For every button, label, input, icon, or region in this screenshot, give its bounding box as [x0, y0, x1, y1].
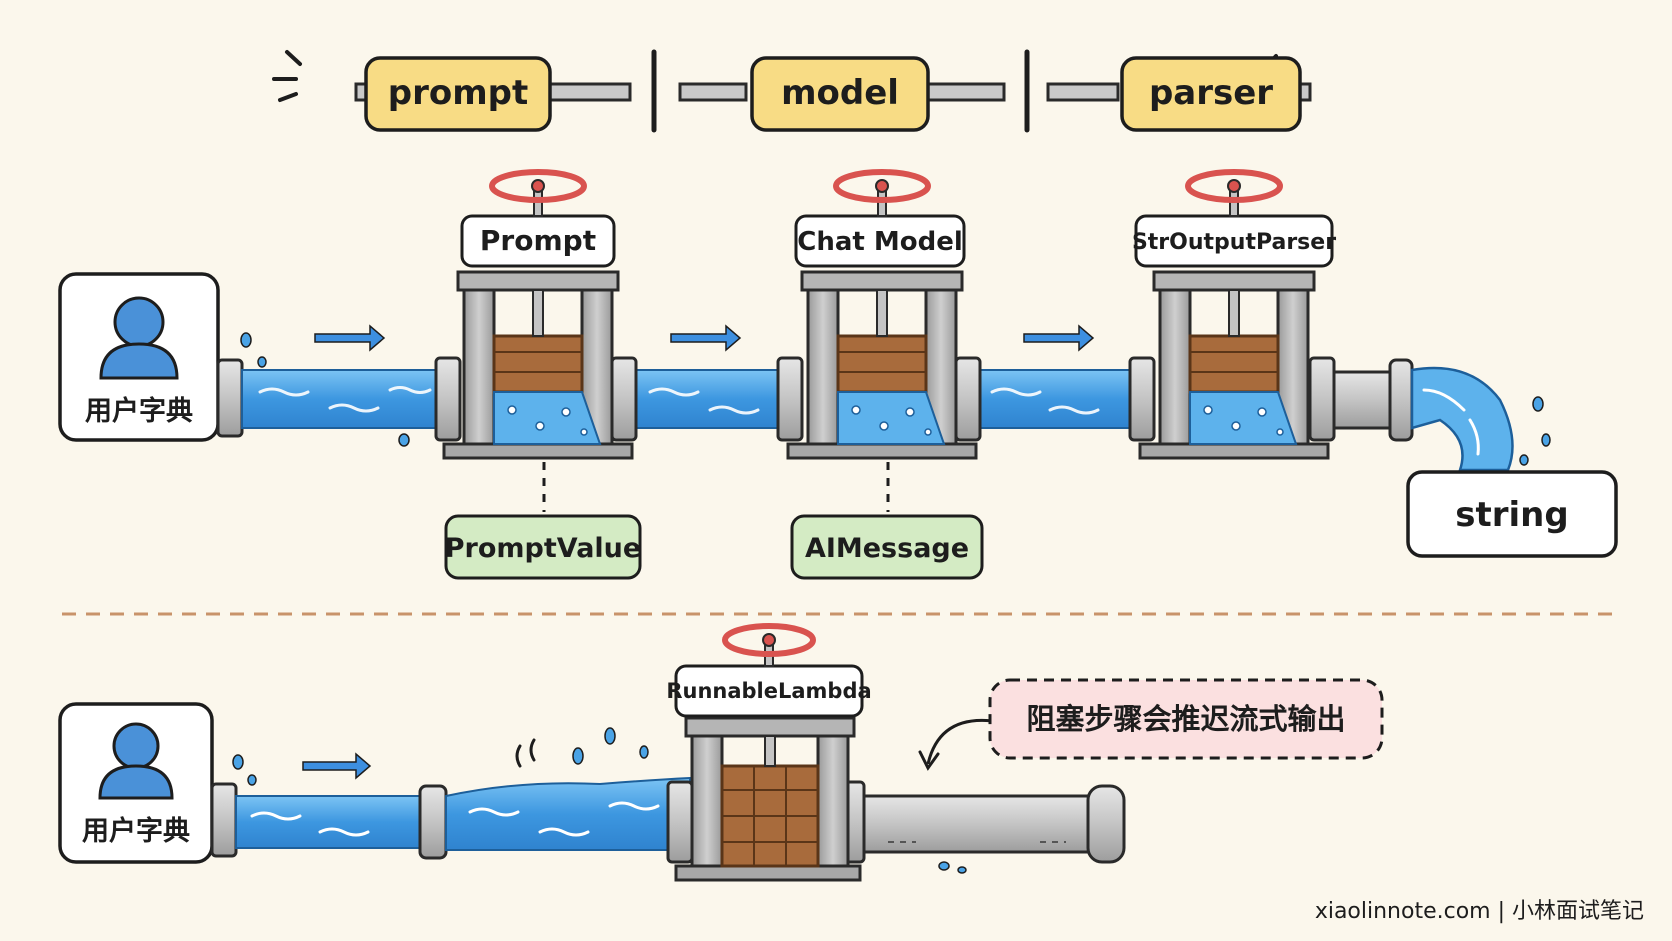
- chain-item-label: parser: [1149, 73, 1273, 113]
- bottom-user-box: 用户字典: [58, 702, 214, 864]
- intermediate-prompt-value: PromptValue: [444, 514, 642, 580]
- top-user-box: 用户字典: [58, 272, 220, 442]
- valve-label: Chat Model: [797, 227, 963, 257]
- chain-header: prompt model parser: [272, 49, 1312, 133]
- valve-wheel-icon: [722, 623, 816, 657]
- output-label: string: [1455, 495, 1568, 535]
- chain-separators: [651, 49, 1030, 133]
- valve-runnable-lambda: RunnableLambda: [666, 623, 872, 882]
- intermediate-connectors: [542, 462, 890, 512]
- valve-label: Prompt: [480, 224, 596, 257]
- bottom-pipeline: 用户字典: [58, 623, 1384, 882]
- chain-item-label: prompt: [388, 73, 528, 113]
- callout-arrow-icon: [918, 750, 940, 771]
- top-water-pipes: [241, 369, 1137, 429]
- output-string-box: string: [1406, 470, 1618, 558]
- empty-output-pipe: [862, 784, 1126, 874]
- footer-credit: xiaolinnote.com | 小林面试笔记: [1315, 899, 1644, 924]
- bottom-water-pipe: [232, 727, 691, 860]
- valve-prompt: Prompt: [434, 169, 638, 460]
- intermediate-label: AIMessage: [805, 533, 969, 564]
- top-pipeline: 用户字典: [58, 169, 1618, 580]
- valve-wheel-icon: [833, 169, 931, 203]
- chain-item-model: model: [750, 56, 930, 132]
- valve-wheel-icon: [489, 169, 587, 203]
- valve-str-output-parser: StrOutputParser: [1128, 169, 1336, 460]
- valve-chat-model: Chat Model: [776, 169, 982, 460]
- valve-label: RunnableLambda: [666, 679, 871, 703]
- valve-wheel-icon: [1185, 169, 1283, 203]
- blocking-callout: 阻塞步骤会推迟流式输出: [918, 678, 1384, 771]
- intermediate-label: PromptValue: [445, 533, 641, 564]
- output-pipe: [1332, 358, 1551, 472]
- intermediate-ai-message: AIMessage: [790, 514, 984, 580]
- flow-arrow-icon: [314, 324, 1095, 352]
- water-droplets: [240, 332, 410, 447]
- chain-rods: [354, 82, 1312, 102]
- user-label: 用户字典: [82, 815, 190, 847]
- user-icon: [98, 722, 174, 800]
- callout-text: 阻塞步骤会推迟流式输出: [1026, 702, 1345, 736]
- chain-item-parser: parser: [1120, 56, 1302, 132]
- flow-arrow-icon: [302, 752, 372, 780]
- user-icon: [99, 296, 179, 380]
- chain-item-prompt: prompt: [364, 56, 552, 132]
- user-label: 用户字典: [85, 395, 193, 427]
- chain-item-label: model: [781, 73, 899, 113]
- sparkle-left-icon: [272, 50, 302, 102]
- valve-label: StrOutputParser: [1132, 230, 1336, 255]
